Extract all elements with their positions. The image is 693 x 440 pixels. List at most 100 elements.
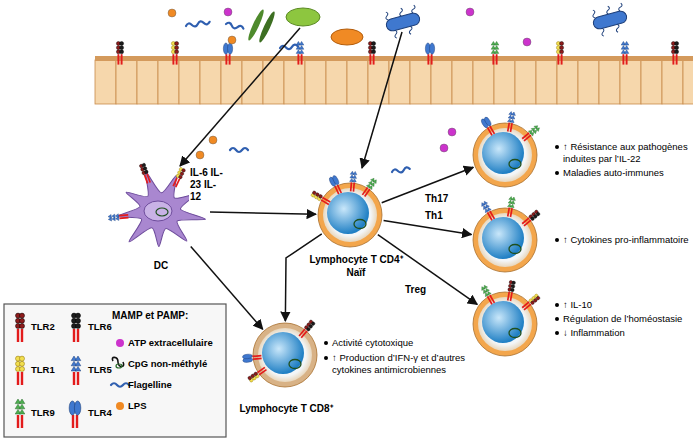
tlr-receptor-part <box>322 197 331 203</box>
epithelium-part <box>347 60 368 104</box>
tlr-receptor-part <box>510 204 514 208</box>
tlr-receptor-part <box>299 46 303 50</box>
tlr-receptor-part <box>523 219 531 226</box>
legend-text: TLR5 <box>88 364 112 375</box>
tlr-receptor-part <box>297 54 299 64</box>
tlr-receptor-part <box>523 303 531 310</box>
atp-dot <box>466 8 474 16</box>
tlr-receptor-part <box>20 324 25 329</box>
tlr-receptor-part <box>252 358 261 360</box>
tlr-receptor-part <box>512 112 516 116</box>
tlr-receptor <box>521 124 541 142</box>
arrow-connector <box>191 246 263 329</box>
tlr-receptor-part <box>19 399 25 404</box>
tlr-receptor <box>310 190 331 206</box>
tlr-receptor <box>16 356 25 385</box>
tlr-receptor-part <box>522 132 530 139</box>
tlr-receptor <box>621 41 629 64</box>
legend-text: LPS <box>128 400 146 411</box>
tlr-receptor-part <box>301 54 303 64</box>
epithelium-part <box>410 60 431 104</box>
tlr-receptor-part <box>76 318 81 323</box>
tlr-receptor-part <box>21 372 23 385</box>
atp-dot <box>224 8 232 16</box>
tlr-receptor-part <box>257 367 265 374</box>
tlr-receptor-part <box>108 214 112 218</box>
uptake-arrows-part <box>180 28 300 166</box>
cell-shape-part <box>509 245 521 254</box>
lps-dot <box>228 36 236 44</box>
tlr-receptor-part <box>511 200 515 204</box>
epithelium-part <box>620 60 641 104</box>
legend-text: Flagelline <box>128 379 172 390</box>
cell-shape-part <box>509 329 521 338</box>
tlr-receptor-part <box>489 126 495 135</box>
cell-shape <box>473 208 537 272</box>
tlr-receptor-part <box>483 200 488 205</box>
tlr-receptor <box>425 43 434 65</box>
tlr-receptor-part <box>672 54 674 64</box>
tlr-receptor <box>69 401 81 428</box>
tlr-receptor-part <box>76 324 81 329</box>
tlr-receptor-part <box>77 329 79 342</box>
tlr-receptor-part <box>557 54 559 64</box>
legend-text: TLR1 <box>31 364 55 375</box>
flagellated-bacterium-part <box>592 10 628 30</box>
tlr-receptor-part <box>17 372 19 385</box>
tlr-receptor-part <box>492 54 494 64</box>
epithelium-part <box>284 60 305 104</box>
cell-shape-part <box>473 123 537 187</box>
effect-bullet: ↑ Résistance aux pathogènes induites par… <box>554 141 690 165</box>
cell-name: Lymphocyte T CD4⁺ Naïf <box>300 254 412 279</box>
tlr-receptor-part <box>507 122 510 131</box>
tlr-receptor-part <box>675 46 679 50</box>
epithelium-part <box>557 60 578 104</box>
cell-shape-part <box>482 132 524 174</box>
tlr-receptor-part <box>512 281 516 285</box>
flagellin-symbol <box>186 20 210 28</box>
tlr-receptor-part <box>510 123 513 132</box>
edge-label: Treg <box>404 284 427 296</box>
tlr-receptor-part <box>373 54 375 64</box>
effect-bullet: ↓ Inflammation <box>554 327 690 339</box>
cell-shape-part <box>323 188 377 242</box>
tlr-receptor-part <box>353 175 357 179</box>
tlr-receptor-part <box>624 50 628 54</box>
tlr-receptor <box>71 356 81 385</box>
tlr-receptor-part <box>624 46 628 50</box>
tlr-receptor-part <box>536 126 541 131</box>
tlr-receptor-part <box>172 54 174 64</box>
tlr-receptor <box>298 319 316 339</box>
tlr-receptor-part <box>560 50 564 54</box>
cell-name: Lymphocyte T CD8⁺ <box>232 403 340 416</box>
flagellated-bacterium <box>590 2 630 38</box>
flagellin-symbol <box>111 383 129 387</box>
flagellated-bacterium-part <box>393 30 398 39</box>
bacterium <box>286 8 320 26</box>
tlr-receptor <box>506 196 516 217</box>
tlr-receptor-part <box>373 179 378 184</box>
tlr-receptor-part <box>522 217 530 224</box>
tlr-receptor-part <box>21 415 23 428</box>
epithelium-part <box>599 60 620 104</box>
dendritic-cell-shape-part <box>156 208 168 216</box>
tlr-receptor-part <box>73 329 75 342</box>
epithelium-part <box>368 60 389 104</box>
lps-dot <box>209 136 217 144</box>
effect-bullet: ↑ Cytokines pro-inflammatoire <box>554 234 690 246</box>
tlr-receptor-part <box>350 182 352 191</box>
tlr-receptor <box>171 41 178 64</box>
tlr-receptor-part <box>353 182 355 191</box>
tlr-receptor-part <box>624 41 628 45</box>
flagellated-bacterium-part <box>384 12 389 21</box>
tlr-receptor-part <box>507 291 510 300</box>
tlr-receptor-part <box>626 54 628 64</box>
tlr-receptor-part <box>353 171 357 175</box>
edge-label: Th17 <box>424 193 449 205</box>
tlr-receptor-part <box>675 41 679 45</box>
cell-shape-part <box>253 323 317 387</box>
epithelium-part <box>452 60 473 104</box>
flagellated-bacterium-part <box>385 12 421 32</box>
tlr-receptor-part <box>20 367 25 372</box>
tlr-receptor-part <box>372 50 376 54</box>
